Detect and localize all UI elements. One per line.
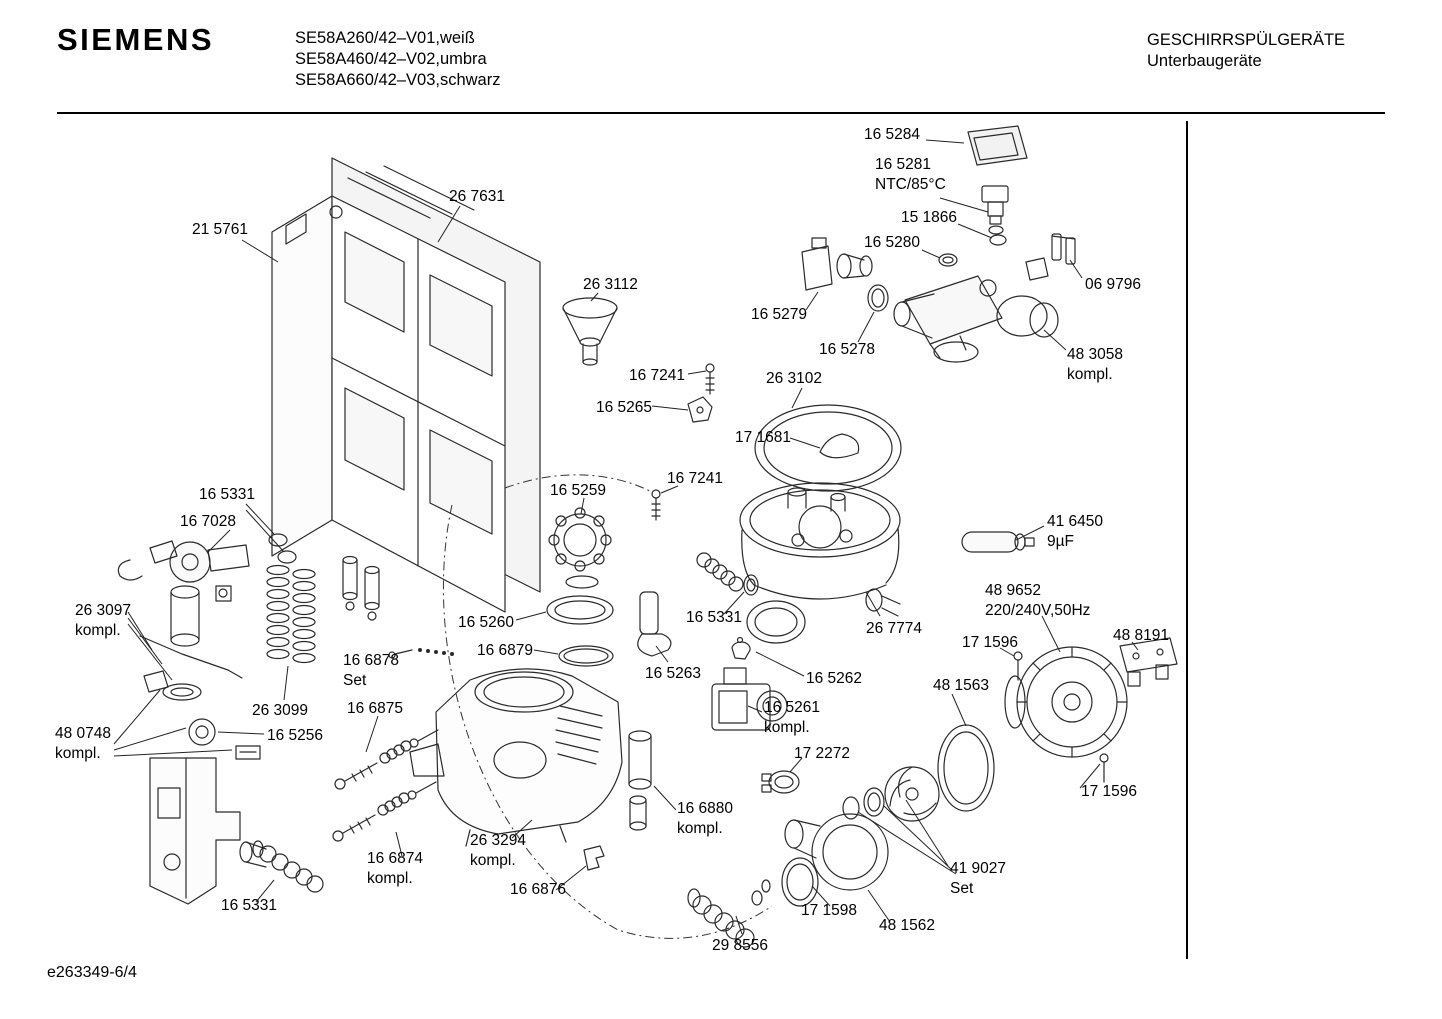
pump-volute-part <box>781 813 889 907</box>
model-line-3: SE58A660/42–V03,schwarz <box>295 71 501 89</box>
clip-part <box>1051 233 1076 265</box>
model-line-2: SE58A460/42–V02,umbra <box>295 50 487 68</box>
screw-set-part <box>334 729 439 790</box>
clip-bracket-part <box>637 591 672 657</box>
dash-dot-reference-lines <box>442 474 773 939</box>
clamp-part <box>761 770 800 794</box>
cylinder-part <box>628 730 652 831</box>
header-divider <box>57 112 1385 114</box>
cover-box-part <box>967 125 1028 166</box>
small-clip-part <box>583 845 605 871</box>
connector-part <box>801 237 873 291</box>
corrugated-hose-part <box>687 879 771 948</box>
corrugated-hose-part <box>696 552 759 596</box>
leader-lines <box>113 139 1139 935</box>
inlet-housing-part <box>149 757 267 905</box>
latch-part <box>731 636 751 660</box>
ntc-sensor-part <box>981 185 1009 235</box>
screw-part <box>651 489 661 521</box>
heater-assembly-part <box>893 257 1059 363</box>
small-ring-part <box>989 234 1007 246</box>
valve-block-part <box>711 667 788 731</box>
linkage-part <box>139 635 261 760</box>
solenoid-part <box>170 585 232 647</box>
small-ring-part <box>938 253 958 267</box>
category-subtitle: Unterbaugeräte <box>1147 52 1262 70</box>
category-title: GESCHIRRSPÜLGERÄTE <box>1147 31 1346 49</box>
screw-set-part <box>332 781 437 842</box>
motor-part <box>1004 646 1128 758</box>
page-footer: e263349-6/4 <box>47 964 137 982</box>
corrugated-hose-part <box>252 840 324 893</box>
o-ring-part <box>277 550 297 564</box>
seal-ring-part <box>937 724 995 812</box>
right-border-line <box>1186 121 1188 959</box>
brand-logo: SIEMENS <box>57 22 215 57</box>
inner-door-panel <box>271 195 506 621</box>
sump-assembly-part <box>739 482 901 644</box>
o-ring-part <box>867 284 889 312</box>
cap-and-rings-part <box>546 507 614 667</box>
document-number: e263349-6/4 <box>47 964 137 981</box>
set-marker-part <box>388 647 455 659</box>
inlet-motor-part <box>117 540 250 583</box>
category-block: GESCHIRRSPÜLGERÄTE Unterbaugeräte <box>1147 30 1345 72</box>
screw-part <box>705 363 715 395</box>
gasket-ring-part <box>754 404 902 492</box>
bracket-part <box>687 396 713 423</box>
model-list: SE58A260/42–V01,weiß SE58A460/42–V02,umb… <box>295 28 500 91</box>
model-line-1: SE58A260/42–V01,weiß <box>295 29 475 47</box>
screw-part <box>1013 651 1109 783</box>
capacitor-part <box>961 531 1035 553</box>
impeller-part <box>842 766 940 822</box>
spring-pair-part <box>266 564 316 664</box>
funnel-part <box>562 297 618 366</box>
pump-housing-part <box>409 668 623 847</box>
mounting-bracket-part <box>1119 637 1178 687</box>
